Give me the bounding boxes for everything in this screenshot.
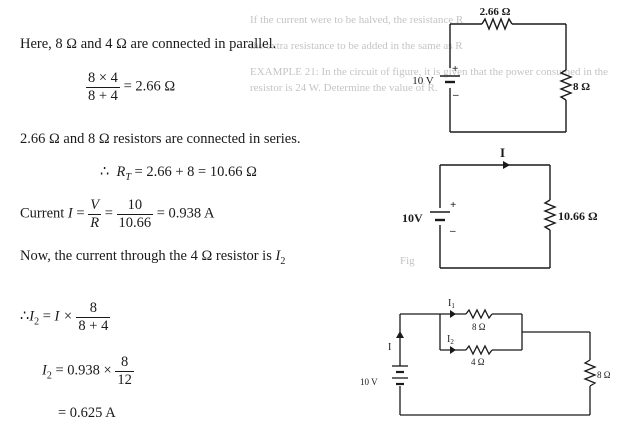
rt-subscript: T bbox=[125, 171, 131, 183]
minus-sign: – bbox=[452, 89, 459, 101]
parallel-result: = 2.66 Ω bbox=[123, 78, 176, 95]
label-r-right: 8 Ω bbox=[597, 370, 611, 380]
bleed-text-2: the extra resistance to be added in the … bbox=[250, 40, 463, 52]
fraction-denominator: 12 bbox=[117, 371, 132, 388]
subscript: 2 bbox=[46, 370, 52, 382]
label-source: 10 V bbox=[360, 377, 378, 387]
resistor bbox=[543, 199, 557, 231]
label-i: I bbox=[388, 342, 391, 353]
label-current: I bbox=[500, 145, 505, 160]
current-arrow bbox=[503, 161, 510, 169]
label-i1: I1 bbox=[448, 298, 455, 310]
parallel-statement: Here, 8 Ω and 4 Ω are connected in paral… bbox=[20, 36, 277, 52]
resistor-4ohm bbox=[465, 344, 493, 356]
fraction-10-over-1066: 10 10.66 bbox=[116, 197, 154, 231]
label-source: 10V bbox=[402, 211, 423, 225]
therefore-symbol: ∴ bbox=[100, 164, 110, 180]
multiply-expression: = 0.938 × bbox=[55, 362, 112, 379]
i-symbol: I bbox=[42, 362, 47, 379]
resistor-right bbox=[583, 359, 597, 387]
current-symbol: I bbox=[67, 205, 73, 222]
i-symbol: I bbox=[29, 308, 35, 325]
current-label: Current bbox=[20, 205, 65, 222]
resistor-top bbox=[481, 17, 513, 31]
i-times: I × bbox=[54, 308, 73, 325]
arrow-i bbox=[396, 331, 404, 338]
bleed-text-3: EXAMPLE 21: In the circuit of figure, it… bbox=[250, 66, 609, 78]
i2-subscript: 2 bbox=[280, 255, 286, 267]
equals-sign: = bbox=[76, 205, 85, 222]
resistor-right bbox=[559, 69, 573, 101]
now-statement-line: Now, the current through the 4 Ω resisto… bbox=[20, 248, 285, 267]
fraction-denominator: 8 + 4 bbox=[88, 87, 118, 104]
bleed-text-4: resistor is 24 W. Determine the value of… bbox=[250, 82, 438, 94]
resistor-8ohm bbox=[465, 308, 493, 320]
parallel-equation: 8 × 4 8 + 4 = 2.66 Ω bbox=[86, 70, 175, 104]
fraction-8x4: 8 × 4 8 + 4 bbox=[86, 70, 120, 104]
arrow-i2 bbox=[450, 346, 456, 354]
label-r-top: 2.66 Ω bbox=[480, 6, 511, 18]
fraction-denominator: 10.66 bbox=[118, 214, 152, 231]
fraction-v-over-r: V R bbox=[88, 197, 102, 231]
r-symbol: R bbox=[90, 214, 100, 231]
v-symbol: V bbox=[90, 197, 100, 213]
fraction-numerator: 10 bbox=[116, 197, 154, 215]
current-equation: Current I = V R = 10 10.66 = 0.938 A bbox=[20, 197, 214, 231]
therefore-symbol: ∴ bbox=[20, 308, 30, 325]
bleed-text-5: Fig bbox=[400, 255, 415, 267]
minus-sign: – bbox=[449, 225, 456, 237]
series-statement: 2.66 Ω and 8 Ω resistors are connected i… bbox=[20, 131, 301, 147]
current-result: = 0.938 A bbox=[156, 205, 215, 222]
label-8ohm: 8 Ω bbox=[472, 322, 486, 332]
arrow-i1 bbox=[450, 310, 456, 318]
fraction-numerator: 8 bbox=[115, 354, 134, 372]
rt-equation: ∴ RT = 2.66 + 8 = 10.66 Ω bbox=[100, 164, 257, 183]
label-source: 10 V bbox=[412, 75, 434, 87]
fraction-numerator: 8 × 4 bbox=[86, 70, 120, 88]
equals-sign: = bbox=[104, 205, 113, 222]
bleed-text-1: If the current were to be halved, the re… bbox=[250, 14, 464, 26]
i2-substitution: I2 = 0.938 × 8 12 bbox=[42, 354, 134, 388]
plus-sign: + bbox=[450, 199, 456, 211]
label-resistance: 10.66 Ω bbox=[558, 209, 598, 223]
i2-symbol: I bbox=[275, 248, 281, 264]
i2-formula: ∴I2 = I × 8 8 + 4 bbox=[20, 300, 111, 334]
now-statement: Now, the current through the 4 Ω resisto… bbox=[20, 248, 272, 264]
i2-result: = 0.625 A bbox=[58, 405, 116, 421]
label-4ohm: 4 Ω bbox=[471, 357, 485, 367]
label-i2: I2 bbox=[447, 334, 454, 346]
fraction-denominator: 8 + 4 bbox=[78, 317, 109, 334]
equals-sign: = bbox=[42, 308, 51, 325]
fraction-8-over-12: 8 8 + 4 bbox=[76, 300, 111, 334]
subscript: 2 bbox=[34, 316, 40, 328]
plus-sign: + bbox=[452, 63, 458, 75]
rt-symbol: R bbox=[116, 164, 126, 180]
rt-value: = 2.66 + 8 = 10.66 Ω bbox=[134, 164, 257, 180]
fraction-numerator: 8 bbox=[76, 300, 111, 318]
label-r-right: 8 Ω bbox=[573, 81, 590, 93]
fraction-8-over-12: 8 12 bbox=[115, 354, 134, 388]
